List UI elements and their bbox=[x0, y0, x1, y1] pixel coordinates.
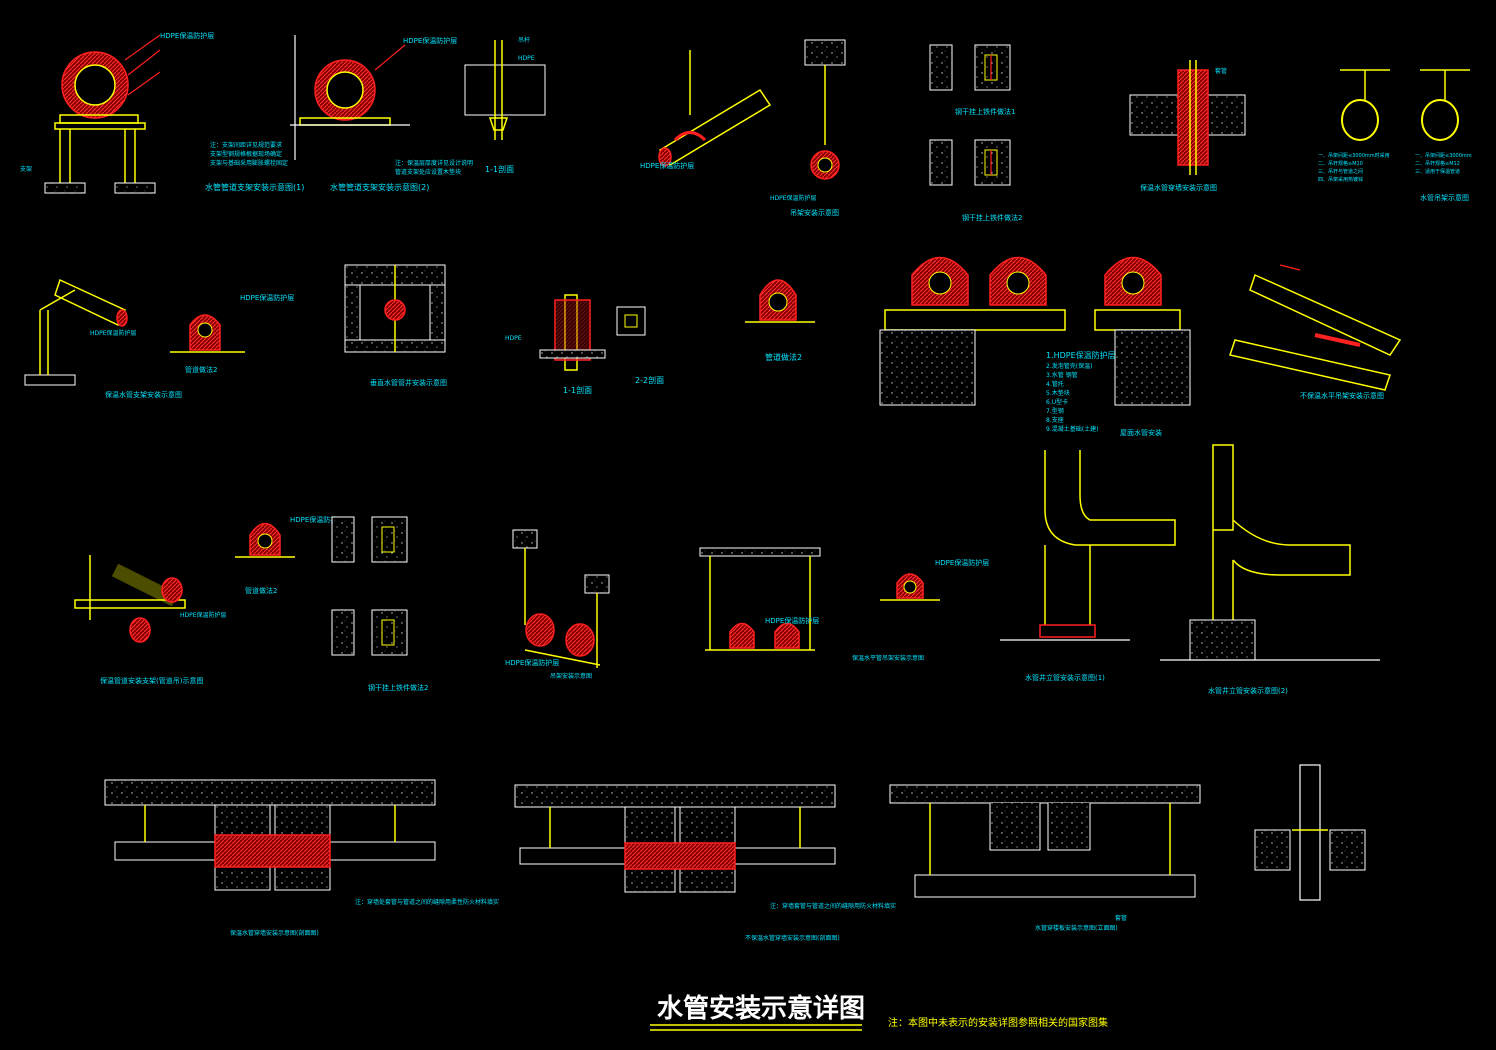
detail-support-install: HDPE保温防护层 保温水管支架安装示意图 bbox=[24, 278, 182, 399]
legend-item-4: 4.管托 bbox=[1046, 380, 1064, 388]
caption-18: 管道做法2 bbox=[245, 586, 277, 595]
label-support: 支架 bbox=[20, 165, 32, 173]
caption-7: 保温水管穿墙安装示意图 bbox=[1140, 183, 1217, 192]
label-hdpe-short-2: HDPE bbox=[505, 335, 522, 342]
caption-5: 钢干挂上铁件做法1 bbox=[955, 107, 1015, 116]
note-4-line-2: 二、吊杆规格≥M12 bbox=[1415, 160, 1460, 167]
detail-pipe-support-2: HDPE保温防护层 注：保温层厚度详见设计说明 管道支架处应设置木垫块 水管管道… bbox=[290, 35, 473, 192]
detail-pipe-support-1: HDPE保温防护层 支架 注：支架间距详见规范要求 支架型钢规格根据现场确定 支… bbox=[20, 31, 304, 194]
caption-23: 水管井立管安装示意图(2) bbox=[1208, 686, 1288, 695]
label-hdpe-r3d: HDPE保温防护层 bbox=[765, 616, 819, 625]
detail-section-1-1: 吊杆 HDPE 1-1剖面 bbox=[464, 36, 546, 174]
label-casing-2: 套管 bbox=[1115, 914, 1127, 922]
drawing-title: 水管安装示意详图 bbox=[657, 993, 865, 1024]
caption-13: 2-2剖面 bbox=[635, 375, 664, 385]
label-hdpe-r2b: HDPE保温防护层 bbox=[240, 293, 294, 302]
note-4-line-3: 三、适用于保温管道 bbox=[1415, 168, 1460, 175]
legend-item-5: 5.木垫块 bbox=[1046, 389, 1070, 397]
note-2-line-1: 注：保温层厚度详见设计说明 bbox=[395, 159, 473, 167]
detail-pipe-method-2c: HDPE保温防护层 管道做法2 钢干挂上铁件做法2 bbox=[235, 515, 428, 692]
legend-item-6: 6.U型卡 bbox=[1046, 398, 1068, 406]
detail-insulated-support: HDPE保温防护层 保温管道安装支架(管道吊)示意图 bbox=[74, 555, 227, 685]
label-hdpe-r3: HDPE保温防护层 bbox=[180, 611, 227, 619]
caption-4: 吊架安装示意图 bbox=[790, 208, 839, 217]
caption-10: 管道做法2 bbox=[185, 365, 217, 374]
detail-riser-shaft-2: 水管井立管安装示意图(2) bbox=[1160, 444, 1380, 695]
caption-12: 1-1剖面 bbox=[563, 385, 592, 395]
caption-14: 管道做法2 bbox=[765, 352, 802, 362]
legend-item-1: 1.HDPE保温防护层 bbox=[1046, 350, 1116, 360]
caption-11: 垂直水管管井安装示意图 bbox=[370, 378, 447, 387]
drawing-note: 注：本图中未表示的安装详图参照相关的国家图集 bbox=[888, 1016, 1108, 1029]
detail-hanger-rings: 一、吊架间距≤3000mm时采用 二、吊杆规格≥M10 三、吊杆与管道之间 四、… bbox=[1318, 69, 1472, 202]
legend-item-2: 2.发泡管壳(保温) bbox=[1046, 362, 1092, 370]
detail-pipe-method-2a: HDPE保温防护层 管道做法2 bbox=[170, 293, 294, 374]
caption-17: 保温管道安装支架(管道吊)示意图 bbox=[100, 676, 203, 685]
legend-item-8: 8.支座 bbox=[1046, 416, 1064, 424]
label-casing: 套管 bbox=[1215, 67, 1227, 75]
caption-15: 屋面水管安装 bbox=[1120, 428, 1162, 437]
note-3-line-2: 二、吊杆规格≥M10 bbox=[1318, 160, 1363, 167]
label-hdpe-r3b: HDPE保温防护层 bbox=[290, 515, 344, 524]
detail-vertical-hanger: HDPE保温防护层 吊架安装示意图 bbox=[770, 39, 846, 217]
label-hdpe-r3e: HDPE保温防护层 bbox=[935, 558, 989, 567]
label-hanger: 吊杆 bbox=[518, 36, 530, 44]
detail-pipe-method-2b: 管道做法2 bbox=[745, 279, 815, 362]
title-block: 水管安装示意详图 注：本图中未表示的安装详图参照相关的国家图集 bbox=[650, 993, 1108, 1031]
caption-6: 钢干挂上铁件做法2 bbox=[962, 213, 1022, 222]
caption-26: 水管穿楼板安装示意图(立面图) bbox=[1035, 924, 1118, 932]
caption-22: 水管井立管安装示意图(1) bbox=[1025, 673, 1105, 682]
label-hdpe-4: HDPE保温防护层 bbox=[640, 161, 694, 170]
note-1-line-2: 支架型钢规格根据现场确定 bbox=[210, 150, 282, 158]
label-hdpe: HDPE保温防护层 bbox=[160, 31, 214, 40]
legend-item-3: 3.水管 钢管 bbox=[1046, 371, 1078, 379]
detail-hanger-pipe: HDPE保温防护层 bbox=[640, 50, 772, 170]
caption-9: 保温水管支架安装示意图 bbox=[105, 390, 182, 399]
label-hdpe-short: HDPE bbox=[518, 55, 535, 62]
caption-16: 不保温水平吊架安装示意图 bbox=[1300, 391, 1384, 400]
label-hdpe-r2: HDPE保温防护层 bbox=[90, 329, 137, 337]
detail-vertical-shaft: 垂直水管管井安装示意图 bbox=[344, 264, 447, 387]
caption-1: 水管管道支架安装示意图(1) bbox=[205, 182, 304, 192]
detail-steel-fitting-1: 钢干挂上铁件做法1 钢干挂上铁件做法2 bbox=[929, 44, 1022, 222]
note-wall-1: 注：穿墙处套管与管道之间的缝隙用柔性防火材料填实 bbox=[355, 898, 499, 906]
detail-riser-shaft-1: 水管井立管安装示意图(1) bbox=[1000, 450, 1176, 682]
caption-3: 1-1剖面 bbox=[485, 164, 514, 174]
detail-wall-penetration-plain: 注：穿墙套管与管道之间的缝隙用防火材料填实 不保温水管穿墙安装示意图(剖面图) bbox=[514, 784, 896, 942]
label-hdpe-r3c: HDPE保温防护层 bbox=[505, 658, 559, 667]
note-3-line-4: 四、吊架采用热镀锌 bbox=[1318, 176, 1363, 183]
detail-hanger-assembly: HDPE保温防护层 吊架安装示意图 bbox=[505, 529, 610, 680]
note-2-line-2: 管道支架处应设置木垫块 bbox=[395, 168, 461, 176]
detail-wall-penetration-vertical: 套管 保温水管穿墙安装示意图 bbox=[1129, 60, 1246, 192]
caption-20: 吊架安装示意图 bbox=[550, 672, 592, 680]
note-wall-2: 注：穿墙套管与管道之间的缝隙用防火材料填实 bbox=[770, 902, 896, 910]
detail-pipe-method-2d: HDPE保温防护层 保温水平管吊架安装示意图 bbox=[852, 558, 989, 662]
caption-25: 不保温水管穿墙安装示意图(剖面图) bbox=[745, 934, 840, 942]
note-4-line-1: 一、吊架间距≤3000mm bbox=[1415, 152, 1472, 159]
detail-horizontal-hanger-frame: HDPE保温防护层 bbox=[699, 547, 821, 651]
note-3-line-1: 一、吊架间距≤3000mm时采用 bbox=[1318, 152, 1390, 159]
detail-section-riser: HDPE 1-1剖面 2-2剖面 bbox=[505, 294, 664, 395]
label-hdpe-2: HDPE保温防护层 bbox=[403, 36, 457, 45]
note-3-line-3: 三、吊杆与管道之间 bbox=[1318, 168, 1363, 175]
detail-wall-penetration-insulated: 注：穿墙处套管与管道之间的缝隙用柔性防火材料填实 保温水管穿墙安装示意图(剖面图… bbox=[104, 779, 499, 937]
detail-floor-penetration: 水管穿楼板安装示意图(立面图) 套管 bbox=[889, 784, 1201, 932]
label-hdpe-5: HDPE保温防护层 bbox=[770, 194, 817, 202]
caption-8: 水管吊架示意图 bbox=[1420, 193, 1469, 202]
caption-24: 保温水管穿墙安装示意图(剖面图) bbox=[230, 929, 319, 937]
legend-item-7: 7.型钢 bbox=[1046, 407, 1064, 415]
caption-21: 保温水平管吊架安装示意图 bbox=[852, 654, 924, 662]
detail-rooftop-pipe: 1.HDPE保温防护层 2.发泡管壳(保温) 3.水管 钢管 4.管托 5.木垫… bbox=[879, 256, 1191, 437]
detail-vertical-penetration bbox=[1254, 764, 1366, 901]
note-1-line-1: 注：支架间距详见规范要求 bbox=[210, 141, 282, 149]
legend-item-9: 9.混凝土基础(土建) bbox=[1046, 425, 1098, 433]
caption-19: 钢干挂上铁件做法2 bbox=[368, 683, 428, 692]
note-1-line-3: 支架与基础采用膨胀螺栓固定 bbox=[210, 159, 288, 167]
caption-2: 水管管道支架安装示意图(2) bbox=[330, 182, 429, 192]
detail-horizontal-hanger: 不保温水平吊架安装示意图 bbox=[1229, 264, 1402, 400]
